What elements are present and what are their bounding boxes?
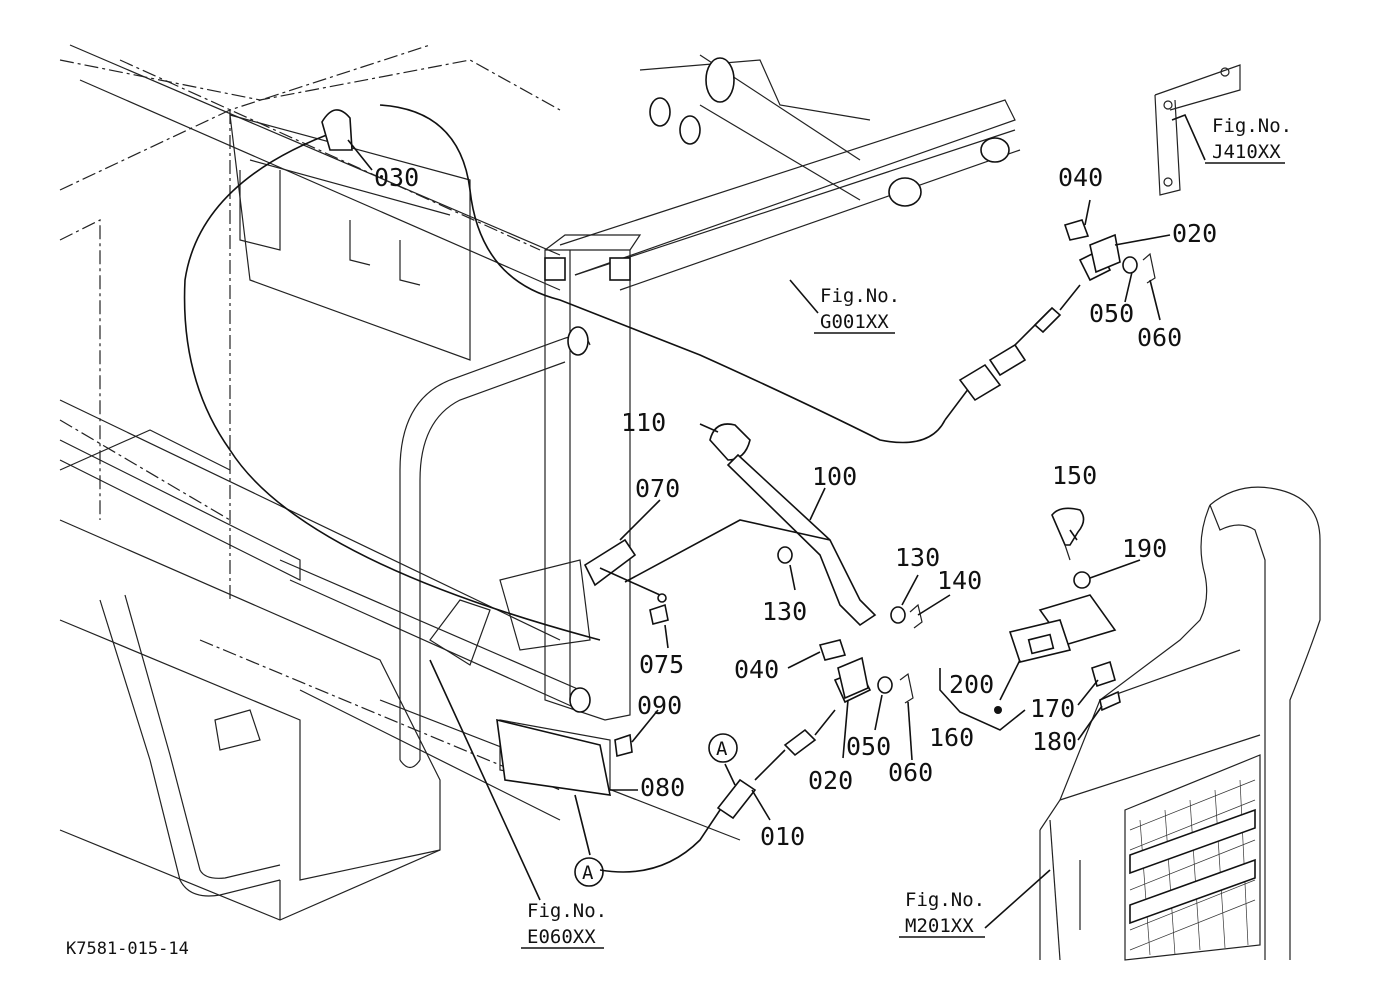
- fig-ref-j410[interactable]: Fig.No. J410XX: [1205, 115, 1292, 164]
- part-label-180[interactable]: 180: [1032, 727, 1077, 756]
- part-label-050-top[interactable]: 050: [1089, 299, 1134, 328]
- part-label-150[interactable]: 150: [1052, 461, 1097, 490]
- callout-a-bottom-letter: A: [582, 862, 594, 884]
- part-label-080[interactable]: 080: [640, 773, 685, 802]
- part-label-060-bottom[interactable]: 060: [888, 758, 933, 787]
- part-label-010[interactable]: 010: [760, 822, 805, 851]
- part-label-070[interactable]: 070: [635, 474, 680, 503]
- fig-ref-g001-title: Fig.No.: [820, 285, 900, 307]
- callout-a-top-letter: A: [716, 738, 728, 760]
- fig-ref-m201-title: Fig.No.: [905, 889, 985, 911]
- part-labels: 030 040 020 050 060 110 100 070 150 190 …: [374, 163, 1217, 851]
- callout-a-bottom: A: [574, 857, 604, 887]
- part-label-190[interactable]: 190: [1122, 534, 1167, 563]
- part-label-050-bottom[interactable]: 050: [846, 732, 891, 761]
- part-label-160[interactable]: 160: [929, 723, 974, 752]
- front-grille-guard: [1039, 486, 1321, 961]
- fig-ref-e060[interactable]: Fig.No. E060XX: [521, 900, 607, 949]
- part-label-100[interactable]: 100: [812, 462, 857, 491]
- part-label-020-bottom[interactable]: 020: [808, 766, 853, 795]
- part-label-170[interactable]: 170: [1030, 694, 1075, 723]
- part-label-130-right[interactable]: 130: [895, 543, 940, 572]
- fig-ref-m201[interactable]: Fig.No. M201XX: [899, 889, 985, 938]
- callout-a-top: A: [708, 733, 738, 763]
- fig-ref-e060-code: E060XX: [527, 926, 596, 948]
- fig-ref-g001-code: G001XX: [820, 311, 889, 333]
- part-label-040-bottom[interactable]: 040: [734, 655, 779, 684]
- fig-ref-g001[interactable]: Fig.No. G001XX: [814, 285, 900, 334]
- part-label-200[interactable]: 200: [949, 670, 994, 699]
- part-label-060-top[interactable]: 060: [1137, 323, 1182, 352]
- fig-ref-m201-code: M201XX: [905, 915, 974, 937]
- throttle-cable: [183, 104, 1112, 873]
- part-label-040-top[interactable]: 040: [1058, 163, 1103, 192]
- part-label-130-left[interactable]: 130: [762, 597, 807, 626]
- frame-chassis: [59, 44, 1241, 921]
- part-label-030[interactable]: 030: [374, 163, 419, 192]
- fig-ref-j410-code: J410XX: [1212, 141, 1281, 163]
- lever-assembly: [321, 109, 1156, 796]
- fig-ref-e060-title: Fig.No.: [527, 900, 607, 922]
- part-label-090[interactable]: 090: [637, 691, 682, 720]
- fig-ref-j410-title: Fig.No.: [1212, 115, 1292, 137]
- drawing-code: K7581-015-14: [66, 939, 189, 959]
- part-label-020-top[interactable]: 020: [1172, 219, 1217, 248]
- leader-lines: [347, 113, 1206, 929]
- part-label-110[interactable]: 110: [621, 408, 666, 437]
- part-label-140[interactable]: 140: [937, 566, 982, 595]
- part-label-075[interactable]: 075: [639, 650, 684, 679]
